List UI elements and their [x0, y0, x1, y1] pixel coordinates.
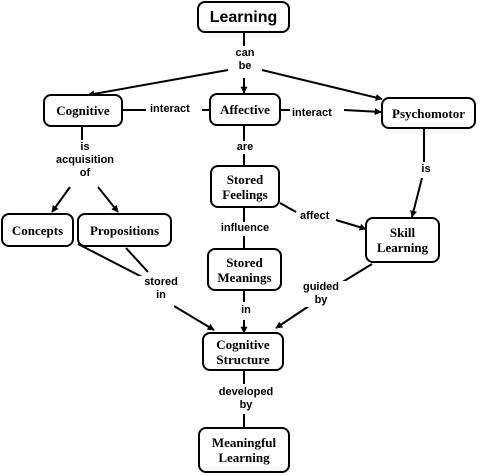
link-label-interact-left: interact	[148, 103, 192, 116]
node-concepts[interactable]: Concepts	[1, 213, 74, 247]
node-stored-meanings[interactable]: Stored Meanings	[207, 248, 282, 291]
link-label-are: are	[232, 141, 258, 154]
link-label-in: in	[236, 304, 256, 317]
link-label-guided-by: guided by	[296, 281, 346, 307]
link-label-interact-right: interact	[290, 107, 334, 120]
link-label-stored-in: stored in	[136, 276, 186, 302]
node-skill-learning[interactable]: Skill Learning	[365, 217, 440, 263]
node-cognitive[interactable]: Cognitive	[43, 94, 123, 127]
link-label-is-acquisition-of: is acquisition of	[51, 141, 119, 180]
node-meaningful-learning[interactable]: Meaningful Learning	[198, 427, 290, 473]
node-learning[interactable]: Learning	[197, 1, 290, 33]
node-propositions[interactable]: Propositions	[77, 213, 172, 247]
node-cognitive-structure[interactable]: Cognitive Structure	[202, 332, 284, 371]
link-label-influence: influence	[217, 222, 273, 235]
node-stored-feelings[interactable]: Stored Feelings	[210, 165, 280, 208]
node-psychomotor[interactable]: Psychomotor	[381, 97, 476, 129]
link-label-developed-by: developed by	[211, 386, 281, 412]
link-label-can-be: can be	[230, 47, 260, 73]
node-affective[interactable]: Affective	[209, 93, 281, 126]
link-label-affect: affect	[298, 210, 332, 223]
link-label-is: is	[418, 163, 434, 176]
